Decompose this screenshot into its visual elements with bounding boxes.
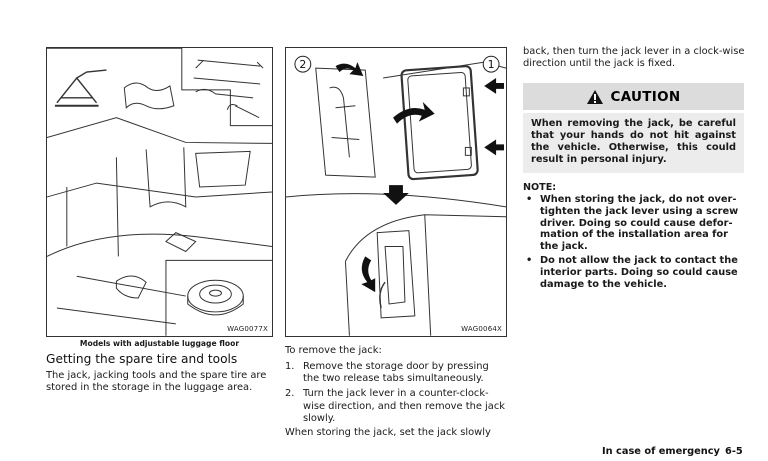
continued-text: back, then turn the jack lever in a cloc… (523, 46, 745, 70)
remove-jack-steps: 1. Remove the storage door by pressing t… (285, 361, 507, 428)
caution-header: CAUTION (523, 83, 744, 110)
step-number: 1. (285, 361, 295, 372)
note-item: • Do not allow the jack to contact the i… (523, 255, 745, 290)
intro-paragraph: The jack, jacking tools and the spare ti… (46, 370, 267, 394)
rotate-arrow-icon (361, 256, 376, 293)
caution-text: When removing the jack, be careful that … (523, 113, 744, 173)
notes-list: • When storing the jack, do not over-tig… (523, 194, 745, 292)
note-title: NOTE: (523, 182, 557, 193)
footer-section: In case of emergency (602, 446, 720, 457)
note-text: Do not allow the jack to contact the int… (540, 254, 738, 290)
arrow-left-icon (484, 78, 505, 94)
figure-code: WAG0064X (461, 325, 502, 333)
svg-text:2: 2 (299, 58, 306, 71)
step-item: 2. Turn the jack lever in a counter-cloc… (285, 388, 507, 425)
remove-jack-intro: To remove the jack: (285, 345, 382, 356)
svg-text:1: 1 (488, 58, 495, 71)
callout-2: 2 (294, 55, 312, 73)
arrow-down-icon (383, 185, 409, 205)
bullet: • (526, 254, 533, 266)
section-heading: Getting the spare tire and tools (46, 352, 238, 366)
storing-jack-text: When storing the jack, set the jack slow… (285, 427, 491, 438)
note-text: When storing the jack, do not over-tight… (540, 194, 739, 253)
luggage-area-illustration (47, 48, 272, 336)
jack-removal-illustration: 2 1 (286, 55, 506, 336)
rotate-arrow-icon (335, 62, 364, 77)
callout-1: 1 (482, 55, 500, 73)
arrow-left-icon (484, 139, 505, 156)
warning-triangle-icon (587, 89, 604, 104)
page-number: 6-5 (725, 446, 743, 457)
figure-caption: Models with adjustable luggage floor (79, 339, 240, 348)
bullet: • (526, 194, 533, 205)
figure-luggage-area: WAG0077X (46, 47, 273, 337)
caution-title: CAUTION (610, 88, 681, 105)
step-item: 1. Remove the storage door by pressing t… (285, 361, 507, 385)
step-number: 2. (285, 388, 295, 400)
figure-code: WAG0077X (227, 325, 268, 333)
figure-jack-removal: 2 1 WAG0064X (285, 47, 507, 337)
note-item: • When storing the jack, do not over-tig… (523, 194, 745, 253)
rotate-arrow-icon (393, 101, 435, 124)
step-text: Remove the storage door by pressing the … (303, 361, 489, 385)
step-text: Turn the jack lever in a counter-clock-w… (303, 388, 505, 424)
